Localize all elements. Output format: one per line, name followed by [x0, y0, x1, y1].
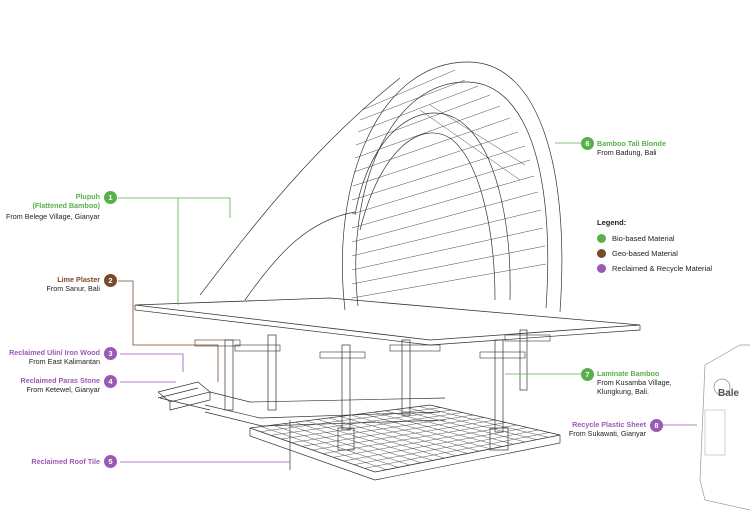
- callout-source: From East Kalimantan: [28, 357, 100, 366]
- callout-7-badge: 7: [581, 368, 594, 381]
- leader-2: [118, 280, 219, 382]
- callout-title: Lime Plaster: [57, 275, 100, 284]
- callout-5-badge: 5: [104, 455, 117, 468]
- callout-8-label: Recycle Plastic Sheet From Sukawati, Gia…: [540, 420, 646, 438]
- roof-slats: [351, 69, 547, 299]
- callout-source: From Belege Village, Gianyar: [6, 212, 100, 221]
- leader-1a: [118, 197, 231, 218]
- outer-rib-front: [342, 61, 563, 313]
- legend-swatch: [597, 249, 606, 258]
- columns: [224, 329, 528, 451]
- callout-source: From Sukawati, Gianyar: [568, 429, 646, 438]
- callout-3-label: Reclaimed Ulin/ Iron Wood From East Kali…: [0, 348, 100, 366]
- legend: Legend: Bio-based Material Geo-based Mat…: [597, 218, 712, 277]
- callout-source: From Kusamba Village,: [597, 378, 672, 387]
- legend-label: Bio-based Material: [612, 234, 675, 243]
- callout-title: Reclaimed Paras Stone: [20, 376, 101, 385]
- legend-label: Reclaimed & Recycle Material: [612, 264, 713, 273]
- callout-1-badge: 1: [104, 191, 117, 204]
- sign-brand-text: Bale: [718, 388, 740, 399]
- callout-6-badge: 6: [581, 137, 594, 150]
- inner-rib-back: [359, 132, 496, 301]
- legend-item-bio: Bio-based Material: [597, 232, 712, 245]
- legend-item-reclaimed: Reclaimed & Recycle Material: [597, 262, 712, 275]
- callout-5-label: Reclaimed Roof Tile: [0, 457, 100, 466]
- legend-title: Legend:: [597, 218, 627, 227]
- sign-board: [699, 344, 750, 511]
- callout-source-2: Klungkung, Bali.: [597, 387, 649, 396]
- tile-grid: [260, 406, 550, 470]
- beams: [194, 334, 551, 359]
- callout-4-label: Reclaimed Paras Stone From Ketewel, Gian…: [0, 376, 101, 394]
- roof-membrane-edge: [199, 77, 401, 296]
- callout-title: Reclaimed Ulin/ Iron Wood: [9, 348, 100, 357]
- callout-source: From Badung, Bali: [597, 148, 657, 157]
- roof-membrane-lower: [244, 211, 356, 301]
- leader-3: [120, 353, 184, 372]
- callout-title: Laminate Bamboo: [597, 369, 660, 378]
- legend-item-geo: Geo-based Material: [597, 247, 712, 260]
- platform-steps: [157, 381, 446, 470]
- callout-source: From Ketewel, Gianyar: [26, 385, 101, 394]
- callout-7-label: Laminate Bamboo From Kusamba Village, Kl…: [597, 369, 672, 396]
- callout-title: Recycle Plastic Sheet: [572, 420, 646, 429]
- callout-1-source: From Belege Village, Gianyar: [6, 212, 100, 221]
- callout-2-label: Lime Plaster From Sanur, Bali: [10, 275, 100, 293]
- callout-title-2: (Flattened Bamboo): [32, 201, 100, 210]
- legend-swatch: [597, 264, 606, 273]
- callout-2-badge: 2: [104, 274, 117, 287]
- ceiling-edge: [134, 305, 641, 346]
- callout-source: From Sanur, Bali: [46, 284, 100, 293]
- callout-title: Reclaimed Roof Tile: [31, 457, 100, 466]
- legend-swatch: [597, 234, 606, 243]
- callout-3-badge: 3: [104, 347, 117, 360]
- callout-title: Plupuh: [75, 192, 100, 201]
- callout-4-badge: 4: [104, 375, 117, 388]
- tile-floor-edge: [249, 428, 561, 481]
- outer-rib-inner: [355, 81, 549, 309]
- callout-1-label: Plupuh (Flattened Bamboo): [18, 192, 100, 210]
- callout-8-badge: 8: [650, 419, 663, 432]
- callout-6-label: Bamboo Tali Blonde From Badung, Bali: [597, 139, 666, 157]
- legend-label: Geo-based Material: [612, 249, 678, 258]
- callout-title: Bamboo Tali Blonde: [597, 139, 666, 148]
